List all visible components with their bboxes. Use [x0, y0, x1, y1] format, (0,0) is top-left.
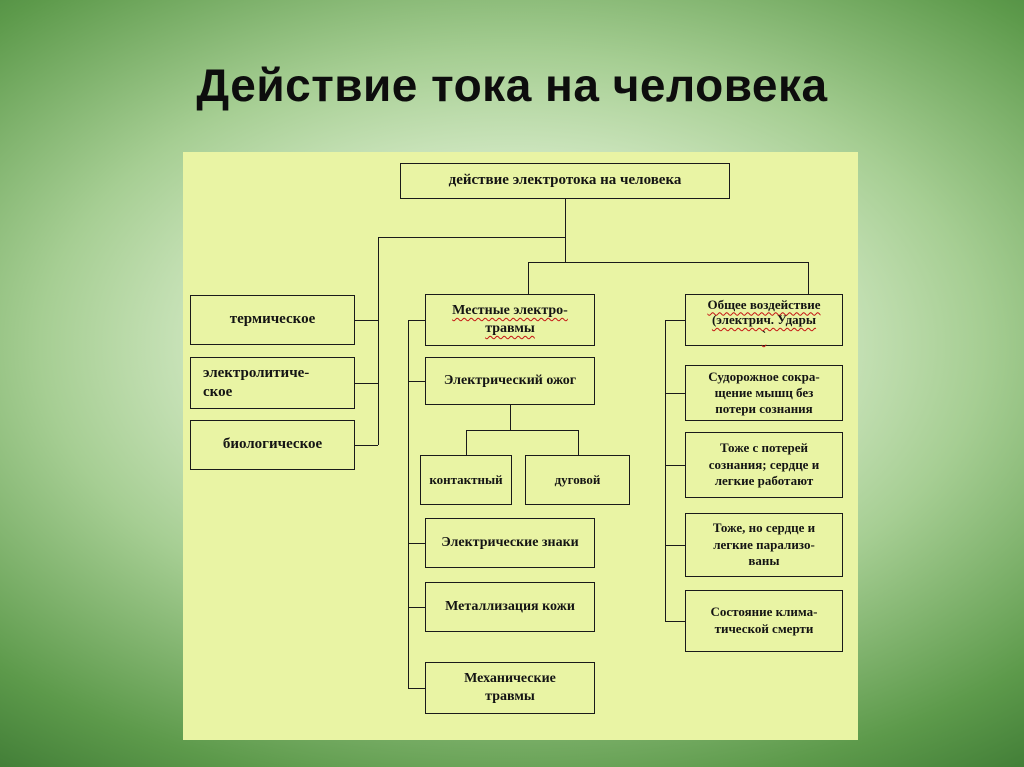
- node-convulsive-contraction: Судорожное сокра- щение мышц без потери …: [685, 365, 843, 421]
- node-heart-lungs-paralyzed: Тоже, но сердце и легкие парализо- ваны: [685, 513, 843, 577]
- connector-line: [808, 262, 809, 294]
- connector-line: [665, 545, 685, 546]
- connector-line: [510, 405, 511, 430]
- node-local-injuries: Местные электро- травмы: [425, 294, 595, 346]
- connector-line: [466, 430, 467, 455]
- connector-line: [665, 320, 685, 321]
- connector-line: [408, 320, 425, 321]
- node-electric-marks: Электрические знаки: [425, 518, 595, 568]
- connector-line: [665, 320, 666, 621]
- connector-line: [466, 430, 578, 431]
- connector-line: [565, 199, 566, 262]
- connector-line: [408, 543, 425, 544]
- connector-line: [528, 262, 808, 263]
- node-skin-metallization: Металлизация кожи: [425, 582, 595, 632]
- node-arc-burn: дуговой: [525, 455, 630, 505]
- connector-line: [665, 393, 685, 394]
- node-loss-of-consciousness: Тоже с потерей сознания; сердце и легкие…: [685, 432, 843, 498]
- connector-line: [355, 383, 378, 384]
- connector-line: [355, 320, 378, 321]
- diagram-panel: [183, 152, 858, 740]
- node-mechanical-injuries: Механические травмы: [425, 662, 595, 714]
- node-contact-burn: контактный: [420, 455, 512, 505]
- connector-line: [355, 445, 378, 446]
- connector-line: [408, 320, 409, 688]
- node-electric-burn: Электрический ожог: [425, 357, 595, 405]
- node-general-impact: Общее воздействие (электрич. Удары `: [685, 294, 843, 346]
- node-clinical-death: Состояние клима- тической смерти: [685, 590, 843, 652]
- connector-line: [408, 607, 425, 608]
- node-biological: биологическое: [190, 420, 355, 470]
- node-electrolytic: электролитиче- ское: [190, 357, 355, 409]
- slide-title: Действие тока на человека: [196, 59, 828, 111]
- connector-line: [528, 262, 529, 294]
- connector-line: [408, 381, 425, 382]
- node-root: действие электротока на человека: [400, 163, 730, 199]
- connector-line: [378, 237, 565, 238]
- connector-line: [665, 465, 685, 466]
- connector-line: [665, 621, 685, 622]
- node-thermal: термическое: [190, 295, 355, 345]
- connector-line: [378, 237, 379, 445]
- connector-line: [578, 430, 579, 455]
- connector-line: [408, 688, 425, 689]
